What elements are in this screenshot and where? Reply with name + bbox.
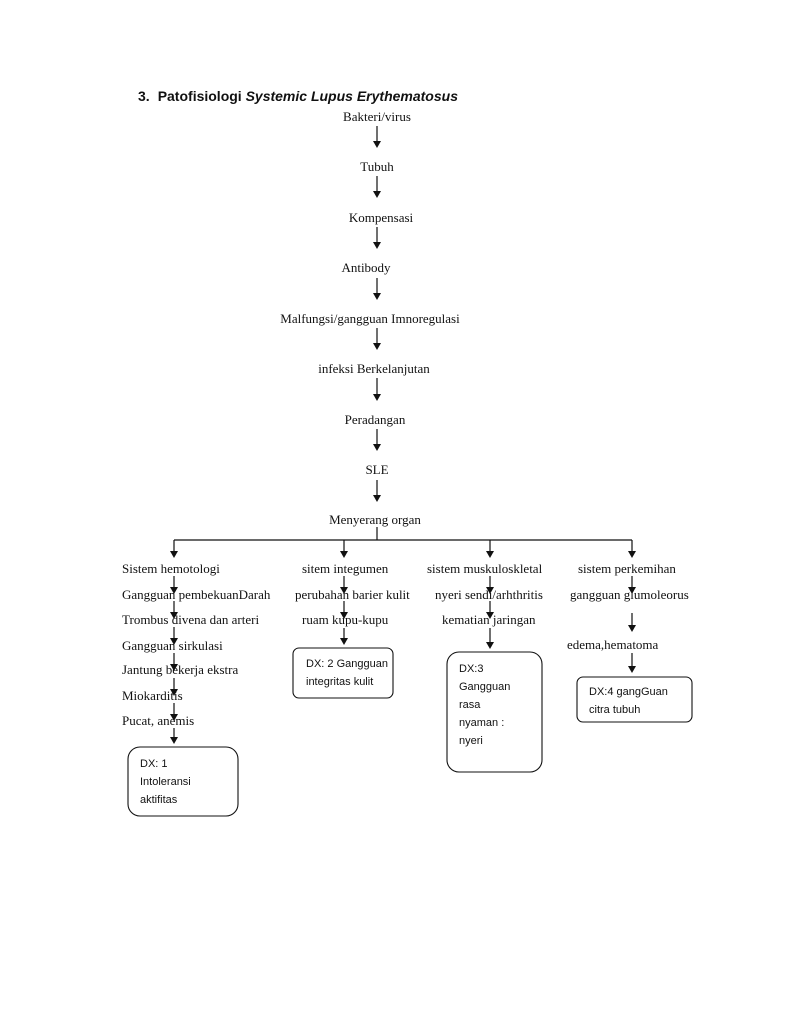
- page-title: 3. Patofisiologi Systemic Lupus Erythemat…: [138, 88, 458, 104]
- dx1-line: Intoleransi: [140, 776, 191, 788]
- node-malfungsi: Malfungsi/gangguan Imnoregulasi: [280, 311, 460, 326]
- dx1-line: aktifitas: [140, 794, 178, 806]
- dx2-text: DX: 2 Gangguan integritas kulit: [306, 655, 388, 691]
- dx4-line: citra tubuh: [589, 704, 641, 716]
- branch-integumen-item: ruam kupu-kupu: [302, 612, 389, 627]
- branch-hemotologi-item: Pucat, anemis: [122, 713, 195, 728]
- arrow-head: [373, 394, 381, 401]
- node-sle: SLE: [365, 462, 389, 477]
- node-bakteri-virus: Bakteri/virus: [343, 109, 411, 124]
- dx2-box: [292, 647, 394, 699]
- branch-hemotologi-item: Miokarditis: [122, 688, 183, 703]
- arrow-head: [373, 141, 381, 148]
- dx3-line: Gangguan: [459, 681, 511, 693]
- dx1-text: DX: 1 Intoleransi aktifitas: [140, 755, 191, 809]
- title-prefix: Patofisiologi: [157, 88, 242, 104]
- arrow-head: [373, 191, 381, 198]
- branch-muskuloskletal-item: kematian jaringan: [442, 612, 536, 627]
- branch-hemotologi-item: Jantung bekerja ekstra: [122, 662, 239, 677]
- dx3-line: nyeri: [459, 735, 483, 747]
- dx2-line: integritas kulit: [306, 676, 374, 688]
- dx4-text: DX:4 gangGuan citra tubuh: [589, 683, 668, 719]
- dx3-line: rasa: [459, 699, 481, 711]
- title-italic: Systemic Lupus Erythematosus: [245, 88, 458, 104]
- main-chain-arrows: [373, 126, 381, 502]
- dx4-box: [576, 676, 693, 723]
- dx1-box: [127, 746, 239, 817]
- hemotologi-arrows: [170, 576, 178, 744]
- node-tubuh: Tubuh: [360, 159, 394, 174]
- dx3-box: [446, 651, 543, 773]
- dx3-line: DX:3: [459, 663, 484, 675]
- integumen-arrows: [340, 576, 348, 645]
- dx4-line: DX:4 gangGuan: [589, 686, 668, 698]
- branch-perkemihan-item: sistem perkemihan: [578, 561, 676, 576]
- branch-perkemihan-item: edema,hematoma: [567, 637, 659, 652]
- section-number: 3.: [138, 88, 150, 104]
- branch-split: [170, 527, 636, 558]
- arrow-head: [373, 495, 381, 502]
- branch-hemotologi-item: Gangguan pembekuanDarah: [122, 587, 271, 602]
- arrow-head: [373, 293, 381, 300]
- node-antibody: Antibody: [341, 260, 391, 275]
- branch-muskuloskletal-item: sistem muskuloskletal: [427, 561, 543, 576]
- branch-integumen-item: sitem integumen: [302, 561, 389, 576]
- perkemihan-arrows: [628, 576, 636, 673]
- dx3-line: nyaman :: [459, 717, 505, 729]
- branch-perkemihan-item: gangguan glumoleorus: [570, 587, 689, 602]
- dx2-line: DX: 2 Gangguan: [306, 658, 388, 670]
- node-peradangan: Peradangan: [344, 412, 406, 427]
- dx1-line: DX: 1: [140, 758, 168, 770]
- node-menyerang-organ: Menyerang organ: [329, 512, 421, 527]
- dx3-text: DX:3 Gangguan rasa nyaman : nyeri: [459, 660, 510, 750]
- node-infeksi: infeksi Berkelanjutan: [318, 361, 430, 376]
- arrow-head: [373, 343, 381, 350]
- arrow-head: [373, 444, 381, 451]
- branch-hemotologi-item: Sistem hemotologi: [122, 561, 220, 576]
- branch-muskuloskletal-item: nyeri sendi/arhthritis: [435, 587, 543, 602]
- branch-hemotologi-item: Gangguan sirkulasi: [122, 638, 223, 653]
- branch-hemotologi-item: Trombus divena dan arteri: [122, 612, 260, 627]
- node-kompensasi: Kompensasi: [348, 210, 414, 225]
- arrow-head: [373, 242, 381, 249]
- branch-integumen-item: perubahan barier kulit: [295, 587, 410, 602]
- muskuloskletal-arrows: [486, 576, 494, 649]
